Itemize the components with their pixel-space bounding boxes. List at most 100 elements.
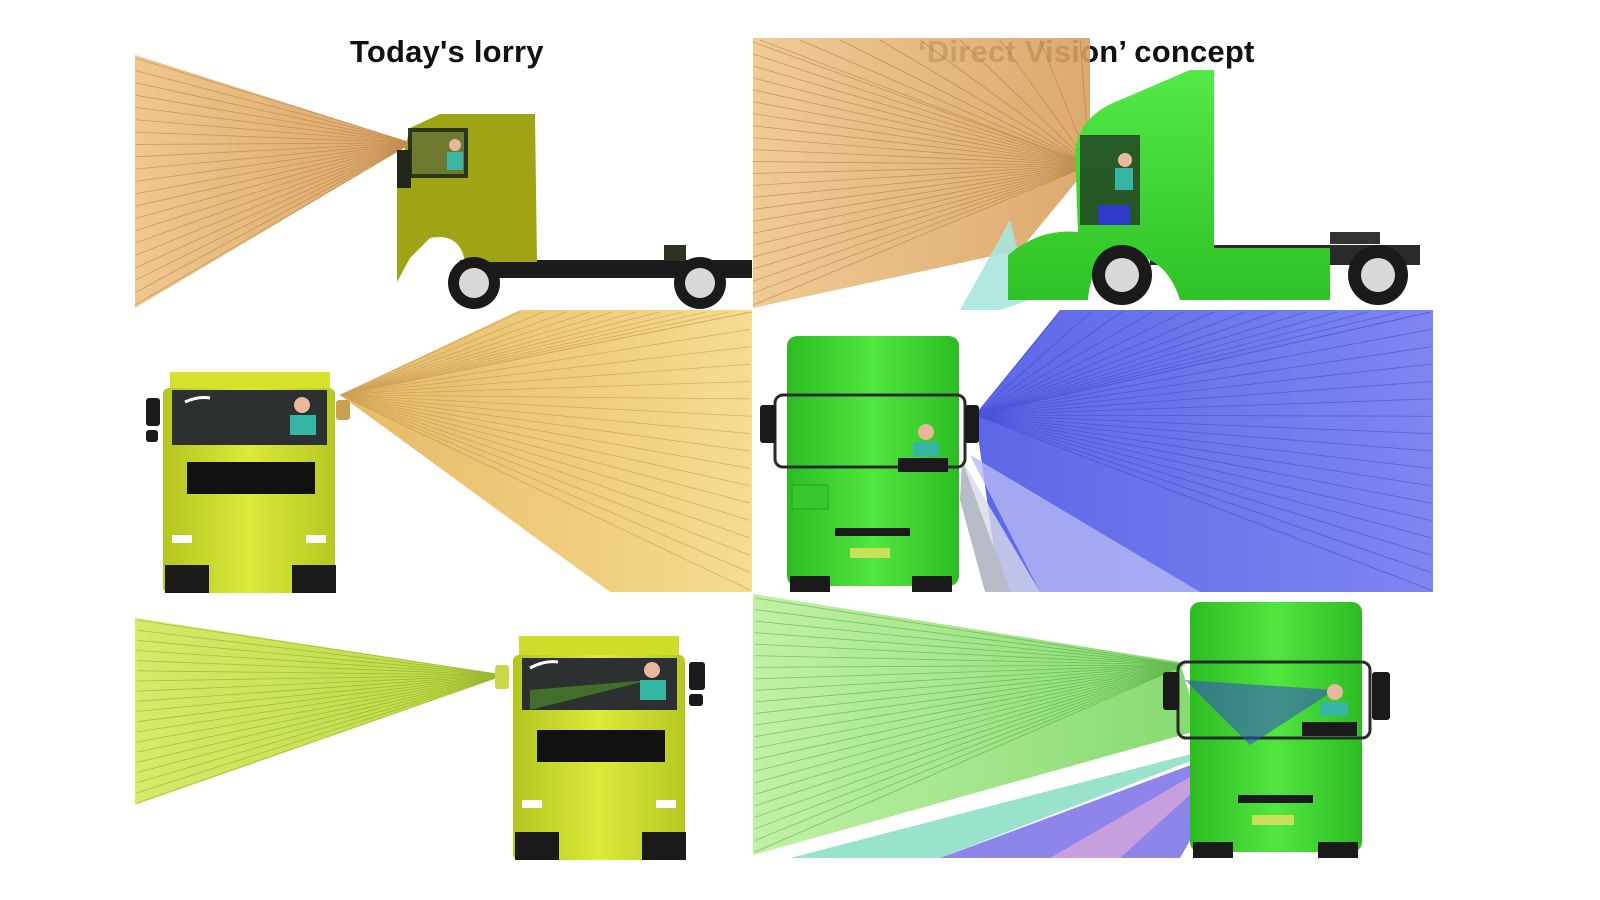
lorry-front-concept-upper bbox=[760, 336, 979, 592]
sight-ray bbox=[752, 164, 1091, 282]
sight-ray bbox=[974, 414, 1432, 435]
sight-ray bbox=[136, 674, 506, 723]
lorry-front-concept-lower bbox=[1163, 602, 1390, 858]
sight-ray bbox=[752, 164, 1091, 186]
sight-ray bbox=[134, 142, 413, 232]
sight-ray bbox=[752, 164, 1091, 306]
sight-ray bbox=[339, 394, 751, 556]
sight-ray bbox=[339, 328, 751, 396]
sight-ray bbox=[134, 142, 413, 158]
sight-ray bbox=[974, 414, 1432, 504]
sight-ray bbox=[136, 674, 506, 784]
sight-ray bbox=[339, 363, 751, 396]
sight-ray bbox=[974, 414, 1432, 487]
sight-ray bbox=[134, 142, 413, 281]
sight-ray bbox=[999, 39, 1091, 166]
sight-ray bbox=[754, 664, 1186, 691]
sight-ray bbox=[339, 394, 751, 469]
sight-ray bbox=[754, 597, 1186, 666]
sight-ray bbox=[134, 142, 413, 182]
sight-ray bbox=[136, 674, 506, 743]
sight-ray bbox=[799, 39, 1091, 166]
sight-ray bbox=[134, 142, 413, 219]
sight-ray bbox=[339, 311, 706, 396]
sight-ray bbox=[754, 664, 1186, 714]
sight-ray bbox=[136, 674, 506, 794]
sight-ray bbox=[974, 311, 1092, 416]
sight-cone-concept-passenger bbox=[975, 310, 1433, 592]
sight-ray bbox=[752, 41, 1091, 166]
sight-ray bbox=[752, 164, 1091, 246]
sight-ray bbox=[136, 674, 506, 804]
sight-ray bbox=[339, 311, 590, 396]
sight-cone-today-passenger bbox=[340, 310, 752, 592]
sight-ray bbox=[752, 164, 1091, 222]
sight-ray bbox=[754, 664, 1186, 795]
sight-ray bbox=[136, 674, 506, 753]
sight-ray bbox=[752, 149, 1091, 166]
sight-ray bbox=[752, 77, 1091, 166]
sight-ray bbox=[136, 670, 506, 676]
sight-ray bbox=[754, 664, 1186, 841]
sight-ray bbox=[339, 394, 751, 539]
sight-ray bbox=[339, 394, 751, 435]
sight-ray bbox=[974, 414, 1432, 417]
sight-ray bbox=[754, 664, 1186, 784]
sight-ray bbox=[754, 609, 1186, 666]
sight-ray bbox=[974, 414, 1432, 574]
sight-ray bbox=[339, 311, 544, 396]
sight-ray bbox=[974, 398, 1432, 416]
sight-ray bbox=[974, 414, 1432, 539]
sight-ray bbox=[339, 394, 751, 400]
sight-ray bbox=[136, 674, 506, 712]
sight-ray bbox=[339, 394, 751, 573]
sight-ray bbox=[752, 164, 1091, 258]
sight-ray bbox=[339, 381, 751, 396]
sight-ray bbox=[974, 414, 1432, 521]
panel-today-front-driver bbox=[135, 618, 705, 860]
sight-ray bbox=[752, 113, 1091, 166]
sight-ray bbox=[752, 53, 1091, 166]
sight-ray bbox=[134, 82, 413, 144]
sight-ray bbox=[134, 142, 413, 256]
sight-ray bbox=[339, 311, 637, 396]
sight-cone-concept-driver bbox=[753, 594, 1200, 855]
lorry-side-concept bbox=[1008, 70, 1420, 305]
sight-ray bbox=[136, 674, 506, 773]
sight-ray bbox=[974, 414, 1432, 556]
sight-ray bbox=[754, 664, 1186, 668]
sight-ray bbox=[974, 311, 1061, 416]
panel-concept-front-passenger bbox=[760, 310, 1433, 592]
sight-ray bbox=[974, 311, 1338, 416]
sight-ray bbox=[974, 311, 1246, 416]
sight-ray bbox=[974, 414, 1432, 469]
sight-ray bbox=[754, 664, 1186, 749]
sight-ray bbox=[974, 363, 1432, 416]
sight-ray bbox=[919, 39, 1091, 166]
sight-ray bbox=[752, 65, 1091, 166]
lorry-front-today-upper bbox=[146, 372, 350, 593]
sight-ray bbox=[339, 394, 751, 521]
sight-ray bbox=[339, 394, 751, 452]
sight-ray bbox=[134, 131, 413, 144]
sight-ray bbox=[974, 311, 1122, 416]
sight-ray bbox=[339, 394, 751, 487]
panel-today-front-passenger bbox=[146, 310, 753, 593]
sight-ray bbox=[754, 664, 1186, 853]
sight-ray bbox=[752, 164, 1091, 198]
sight-cone-today-side bbox=[135, 55, 412, 308]
sight-ray bbox=[752, 161, 1091, 166]
sight-ray bbox=[134, 142, 413, 145]
sight-ray bbox=[974, 311, 1276, 416]
sight-ray bbox=[752, 164, 1091, 210]
sight-ray bbox=[974, 414, 1432, 591]
sight-ray bbox=[752, 101, 1091, 166]
sight-ray bbox=[754, 664, 1186, 807]
sight-ray bbox=[136, 674, 506, 733]
sight-ray bbox=[136, 674, 506, 702]
sight-ray bbox=[134, 119, 413, 144]
sight-ray bbox=[754, 664, 1186, 737]
sight-ray bbox=[752, 137, 1091, 166]
sight-ray bbox=[136, 674, 506, 692]
sight-ray bbox=[134, 107, 413, 144]
